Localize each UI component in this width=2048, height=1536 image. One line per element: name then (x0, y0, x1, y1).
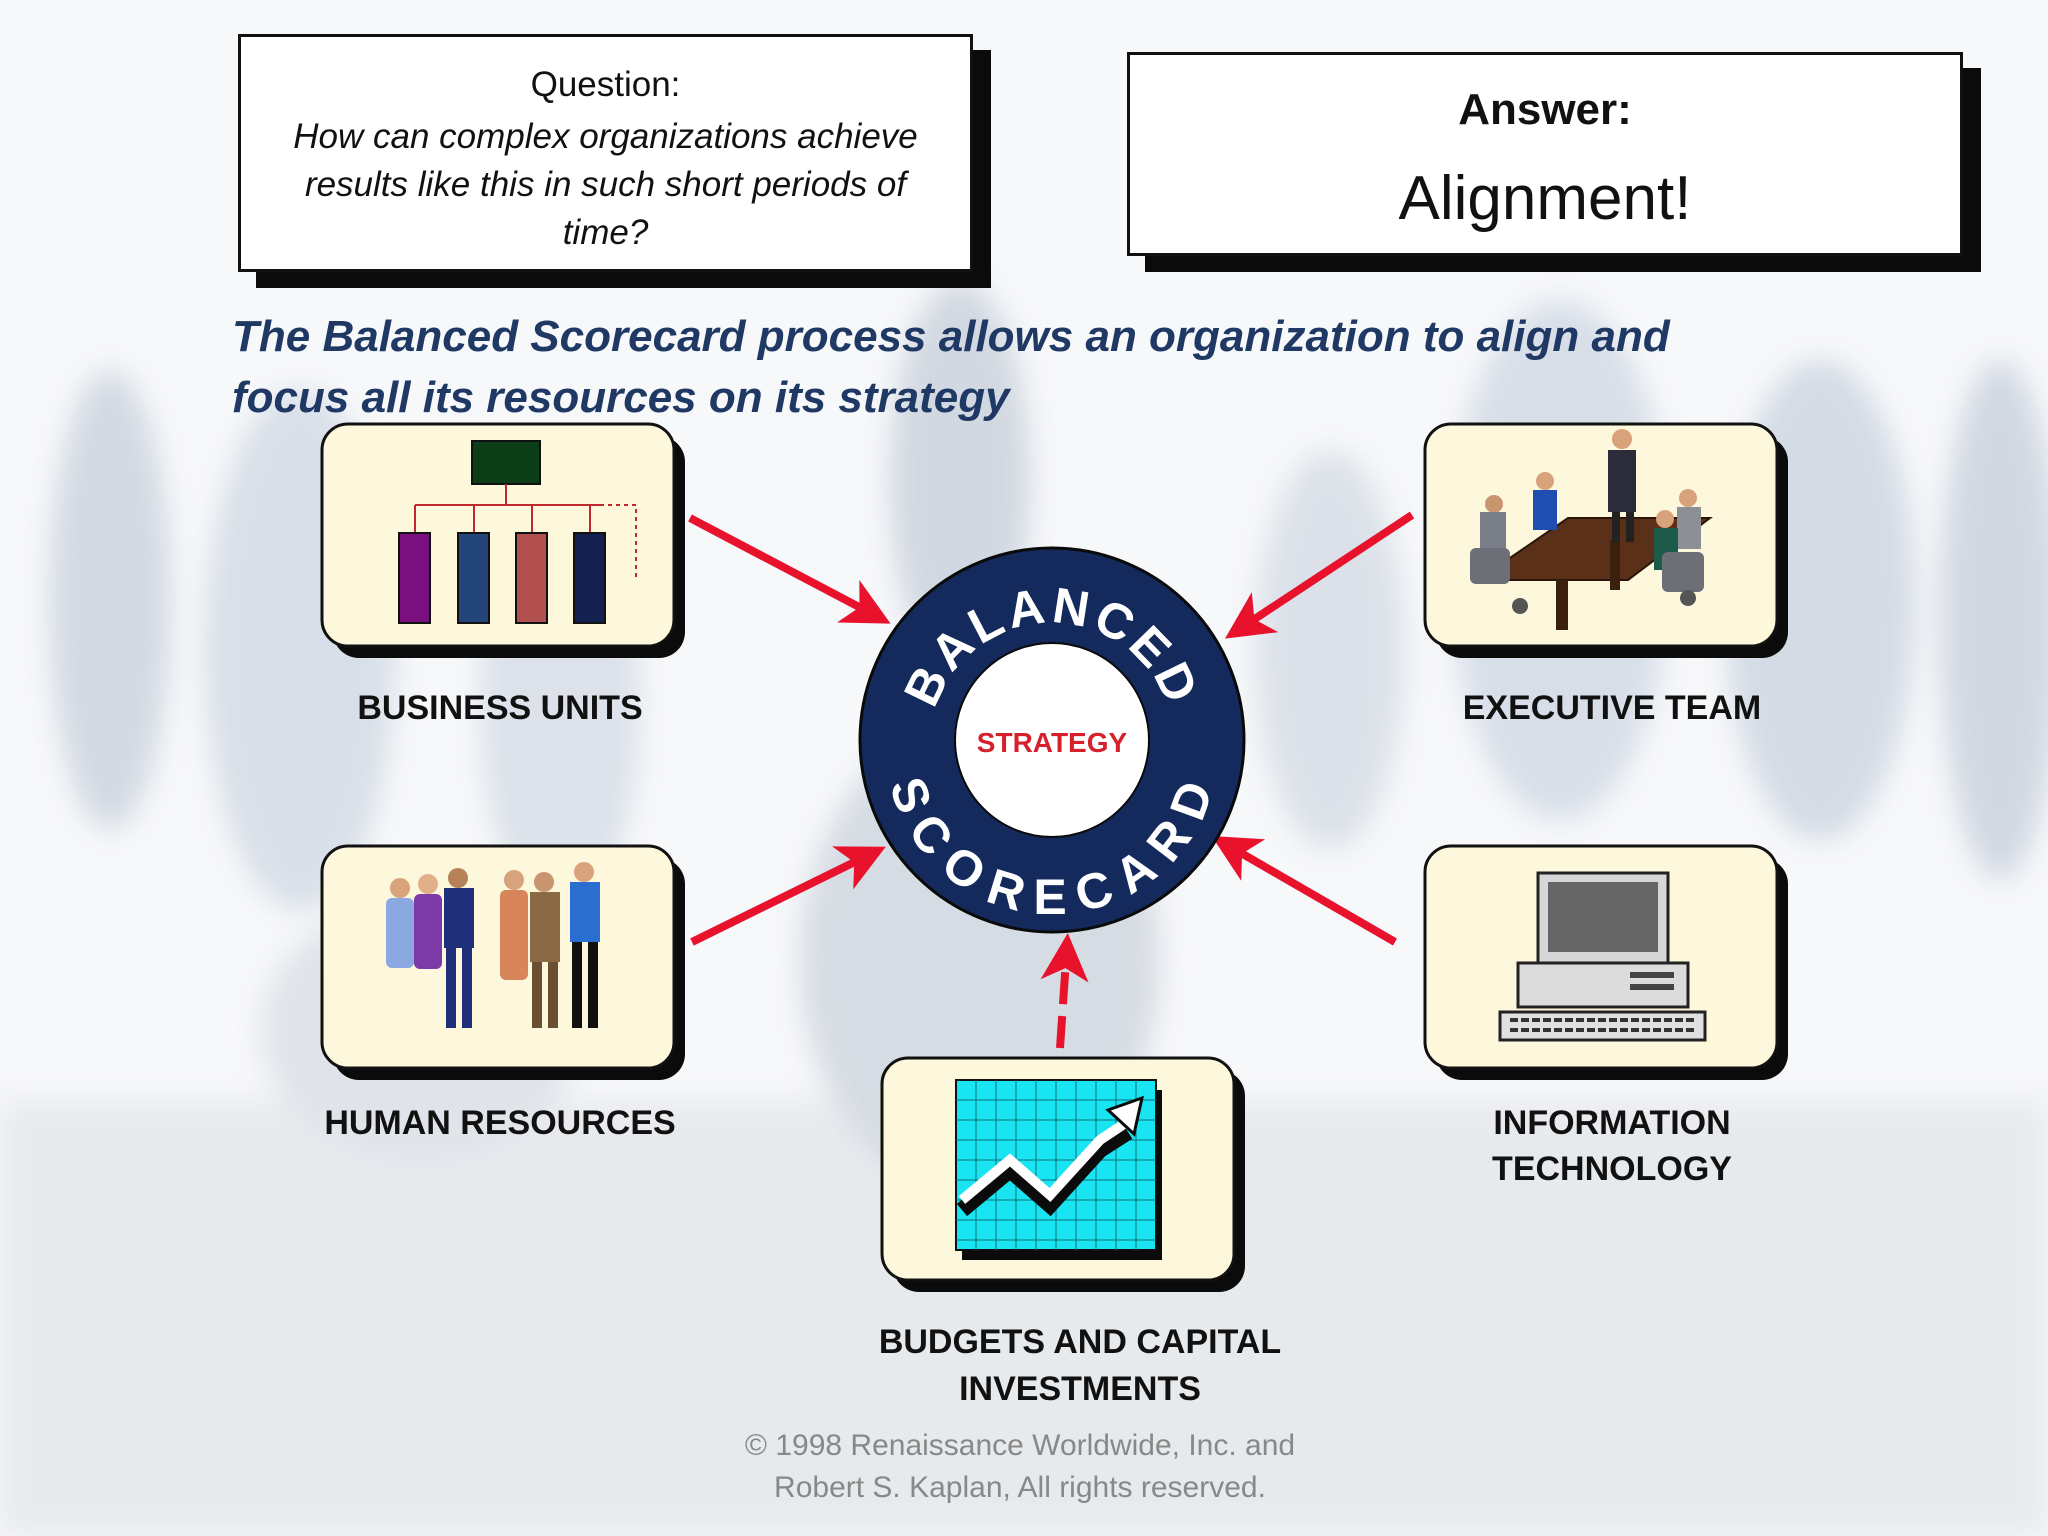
information-technology-label-line1: INFORMATION (1493, 1104, 1730, 1142)
human-resources-label: HUMAN RESOURCES (324, 1104, 675, 1142)
people-group-icon (386, 862, 600, 1028)
copyright-notice: © 1998 Renaissance Worldwide, Inc. and R… (640, 1425, 1400, 1509)
information-technology-label-line2: TECHNOLOGY (1492, 1150, 1732, 1188)
executive-team-node: EXECUTIVE TEAM (1423, 422, 1788, 727)
business-units-label: BUSINESS UNITS (357, 689, 642, 727)
tagline: The Balanced Scorecard process allows an… (232, 312, 1670, 422)
budgets-label-line1: BUDGETS AND CAPITAL (879, 1323, 1281, 1361)
arrow-budgets (1040, 933, 1089, 1049)
arrow-executive-team (1224, 511, 1415, 639)
hub-center (954, 642, 1150, 838)
org-chart-icon (398, 440, 637, 624)
copyright-line2: Robert S. Kaplan, All rights reserved. (774, 1471, 1266, 1504)
business-units-node: BUSINESS UNITS (320, 422, 685, 727)
question-text: How can complex organizations achieve re… (293, 117, 918, 252)
arrow-business-units (688, 514, 891, 624)
answer-label: Answer: (1458, 85, 1632, 134)
arrow-human-resources (690, 846, 886, 946)
budgets-label-line2: INVESTMENTS (959, 1370, 1201, 1408)
question-label: Question: (530, 65, 681, 104)
answer-box: Answer: Alignment! (1127, 52, 1963, 256)
arrow-information-technology (1211, 835, 1398, 946)
human-resources-card (320, 844, 676, 1070)
balanced-scorecard-hub: BALANCED SCORECARD STRATEGY (858, 546, 1246, 934)
human-resources-node: HUMAN RESOURCES (320, 844, 685, 1142)
growth-chart-icon (955, 1079, 1162, 1260)
information-technology-node: INFORMATION TECHNOLOGY (1423, 844, 1788, 1188)
meeting-icon (1470, 429, 1713, 630)
answer-text: Alignment! (1398, 164, 1692, 233)
arrows (688, 511, 1415, 1049)
question-box: Question: How can complex organizations … (238, 34, 973, 272)
copyright-line1: © 1998 Renaissance Worldwide, Inc. and (744, 1429, 1296, 1462)
computer-icon (1498, 871, 1707, 1042)
budgets-node: BUDGETS AND CAPITAL INVESTMENTS (879, 1056, 1281, 1408)
executive-team-label: EXECUTIVE TEAM (1463, 689, 1761, 727)
hub-center-text: STRATEGY (977, 727, 1128, 758)
